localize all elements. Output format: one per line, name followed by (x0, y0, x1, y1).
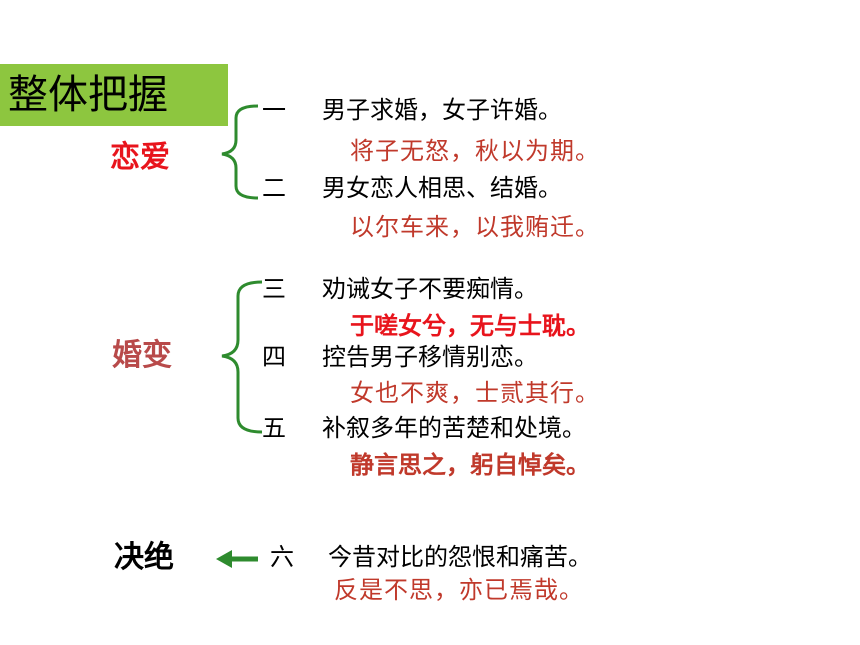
section-1-number: 一 (262, 96, 286, 124)
title-banner (0, 64, 228, 126)
arrow-head (216, 550, 232, 568)
section-3-number: 三 (262, 275, 286, 303)
section-3-quote: 于嗟女兮，无与士耽。 (350, 312, 590, 340)
section-5-quote: 静言思之，躬自悼矣。 (350, 451, 590, 479)
section-1-quote: 将子无怒，秋以为期。 (350, 137, 600, 165)
section-4-quote: 女也不爽，士贰其行。 (350, 379, 600, 407)
page-title: 整体把握 (8, 72, 168, 118)
section-2-quote: 以尔车来，以我贿迁。 (350, 213, 600, 241)
brace-change (221, 280, 263, 434)
category-love: 恋爱 (110, 140, 170, 175)
section-5-number: 五 (262, 414, 286, 442)
section-5-desc: 补叙多年的苦楚和处境。 (322, 414, 586, 442)
section-4-number: 四 (262, 343, 286, 371)
section-6-quote: 反是不思，亦已焉哉。 (334, 576, 584, 604)
section-2-number: 二 (262, 174, 286, 202)
section-6-number: 六 (270, 543, 294, 571)
section-2-desc: 男女恋人相思、结婚。 (322, 174, 562, 202)
category-end: 决绝 (114, 540, 174, 575)
section-6-desc: 今昔对比的怨恨和痛苦。 (328, 543, 592, 571)
section-1-desc: 男子求婚，女子许婚。 (322, 96, 562, 124)
section-3-desc: 劝诫女子不要痴情。 (322, 275, 538, 303)
category-change: 婚变 (112, 338, 172, 373)
brace-love (221, 104, 259, 200)
section-4-desc: 控告男子移情别恋。 (322, 343, 538, 371)
